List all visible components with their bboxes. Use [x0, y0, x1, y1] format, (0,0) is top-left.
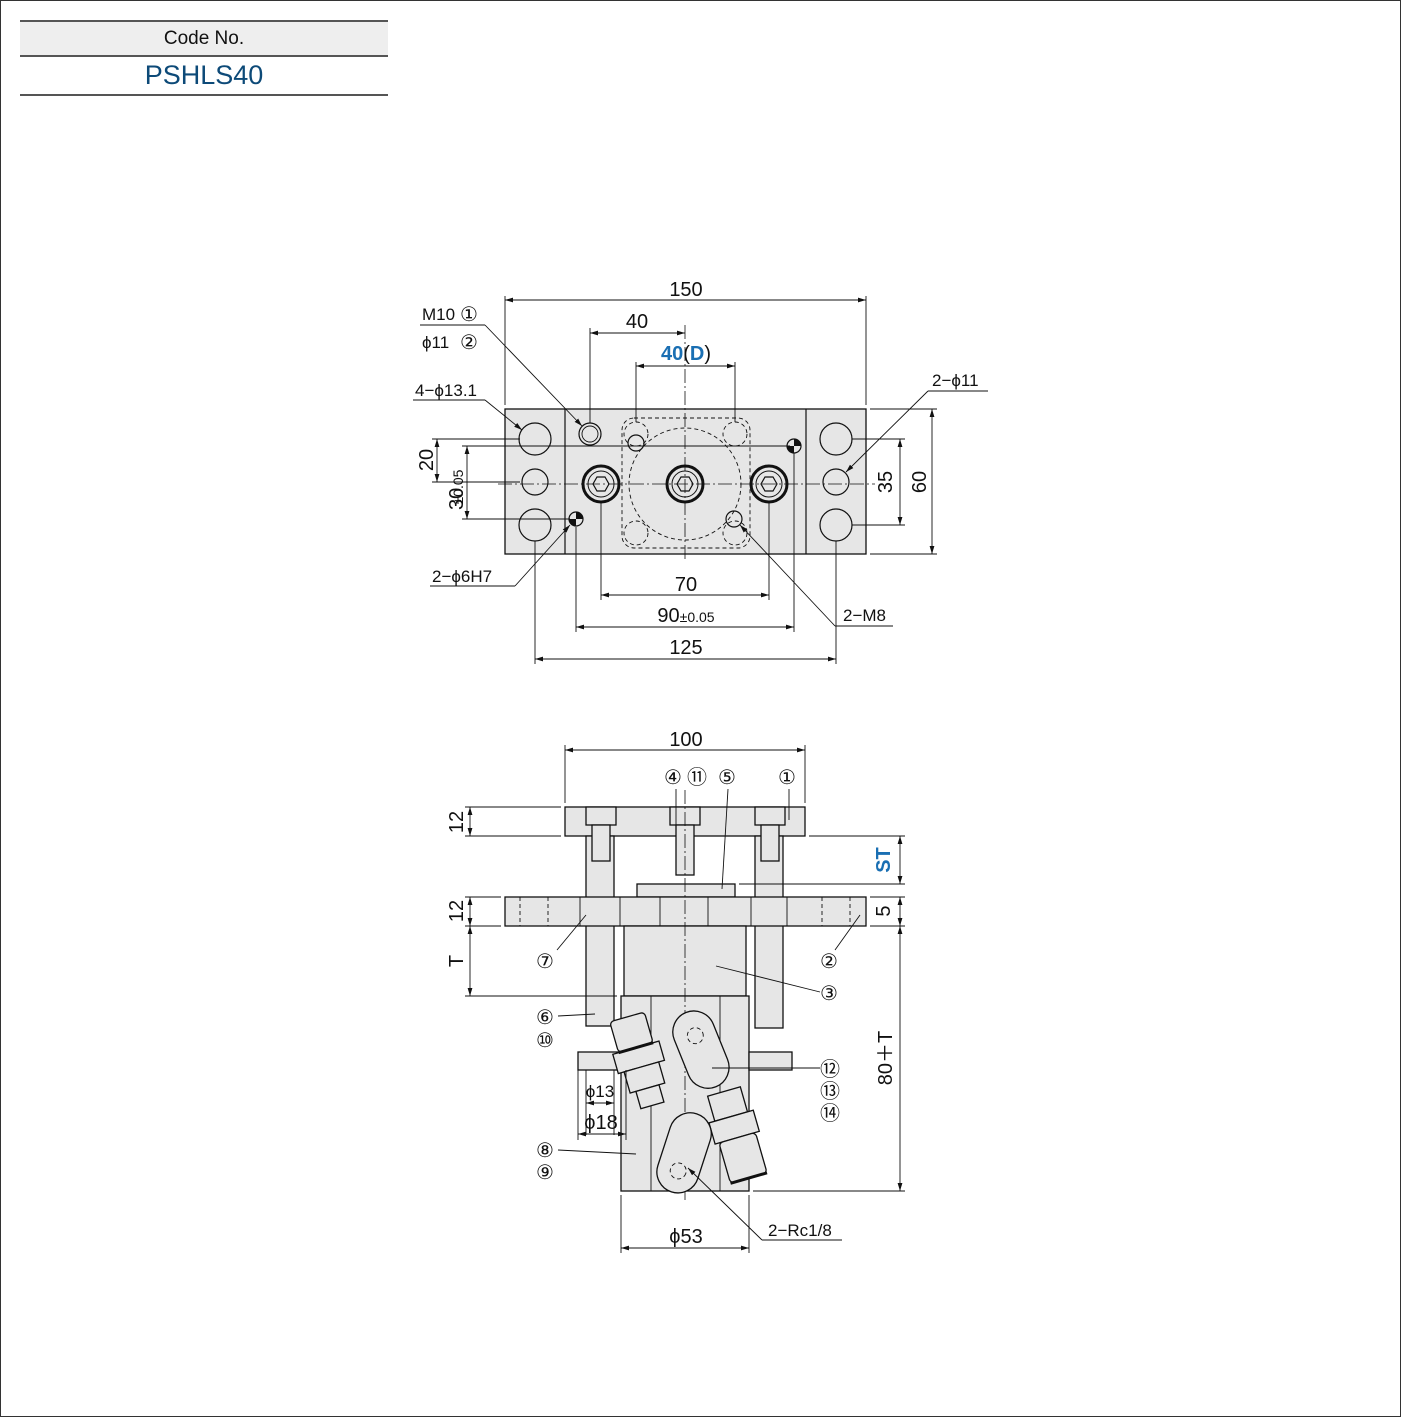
dim-20: 20	[416, 449, 438, 471]
bolt-head-icon	[749, 464, 789, 504]
balloon-1: ①	[460, 304, 478, 326]
balloon-11: ⑪	[687, 766, 707, 789]
balloon-4: ④	[664, 767, 682, 789]
side-view: 100 ④ ⑪ ⑤ ① 12 ST 5 12 T ⑦ ②	[446, 729, 905, 1253]
balloon-13: ⑬	[820, 1080, 840, 1103]
dim-150: 150	[669, 279, 702, 301]
dim-phi18: ϕ18	[584, 1112, 617, 1134]
tube-upper	[672, 1010, 730, 1089]
dim-40: 40	[626, 311, 648, 333]
fitting-left	[610, 1012, 666, 1110]
dim-phi13: ϕ13	[586, 1082, 614, 1101]
dim-90: 90±0.05	[657, 605, 714, 627]
stopper-collar-right	[748, 1051, 793, 1071]
balloon-1: ①	[778, 767, 796, 789]
label-4-phi13-1: 4−ϕ13.1	[415, 381, 477, 400]
dim-30: 30	[446, 488, 468, 510]
balloon-8: ⑧	[536, 1140, 554, 1162]
dim-40-d: 40(D)	[661, 343, 711, 365]
guide-rod-left	[585, 835, 615, 1027]
piston-plate	[636, 883, 736, 898]
code-no-header: Code No.	[20, 20, 388, 57]
balloon-2: ②	[820, 951, 838, 973]
mount-hole	[521, 468, 549, 496]
label-2-m8: 2−M8	[843, 606, 886, 625]
code-no-value: PSHLS40	[20, 57, 388, 96]
guide-rod-right	[754, 835, 784, 1029]
dim-12-top: 12	[446, 811, 468, 833]
dim-60: 60	[909, 471, 931, 493]
dim-st: ST	[873, 847, 895, 873]
dim-35: 35	[875, 471, 897, 493]
dim-5: 5	[873, 905, 895, 916]
tube-lower	[656, 1112, 712, 1194]
balloon-14: ⑭	[820, 1102, 840, 1125]
dim-70: 70	[675, 574, 697, 596]
balloon-3: ③	[820, 983, 838, 1005]
dim-100: 100	[669, 729, 702, 751]
balloon-7: ⑦	[536, 951, 554, 973]
label-2-phi6h7: 2−ϕ6H7	[432, 567, 492, 586]
balloon-9: ⑨	[536, 1162, 554, 1184]
balloon-2: ②	[460, 332, 478, 354]
label-2-rc1-8: 2−Rc1/8	[768, 1221, 832, 1240]
top-plate-outline	[504, 408, 867, 555]
balloon-6: ⑥	[536, 1007, 554, 1029]
dim-80-t: 80＋T	[875, 1031, 897, 1085]
dim-t: T	[446, 955, 468, 967]
dim-phi53: ϕ53	[669, 1226, 702, 1248]
dim-12-mid: 12	[446, 900, 468, 922]
middle-plate	[504, 896, 867, 927]
bolt-head-icon	[665, 464, 705, 504]
top-view: 150 40 40(D) M10 ① ϕ11 ② 4−ϕ13.1 2−ϕ11 2…	[413, 279, 988, 664]
label-2-phi11: 2−ϕ11	[932, 371, 979, 390]
dim-125: 125	[669, 637, 702, 659]
fitting-right	[706, 1086, 768, 1185]
label-m10: M10	[422, 305, 455, 324]
mount-hole	[822, 468, 850, 496]
balloon-12: ⑫	[820, 1058, 840, 1081]
balloon-10: ⑩	[536, 1030, 554, 1052]
tol-30: ±0.05	[450, 469, 466, 504]
balloon-5: ⑤	[718, 767, 736, 789]
label-phi11: ϕ11	[422, 333, 449, 352]
